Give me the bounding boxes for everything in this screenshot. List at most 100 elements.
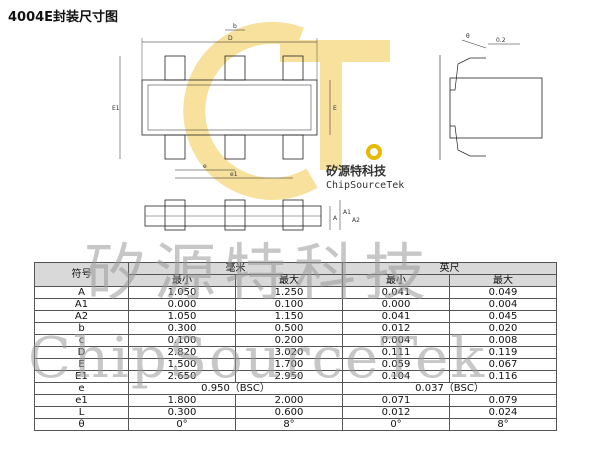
cell-in-min: 0.071	[342, 394, 450, 407]
cell-sym: A	[34, 286, 129, 299]
cell-mm-min: 1.050	[128, 310, 236, 323]
label-e: E	[333, 105, 337, 112]
cell-in-max: 0.119	[449, 346, 557, 359]
cell-mm-max: 2.950	[235, 370, 343, 383]
cell-mm-min: 0.300	[128, 406, 236, 419]
cell-in-min: 0.041	[342, 310, 450, 323]
brand-name-en: ChipSourceTek	[326, 180, 405, 191]
header-inch: 英尺	[342, 262, 557, 275]
page-title: 4004E封装尺寸图	[8, 10, 119, 25]
cell-sym: D	[34, 346, 129, 359]
label-a1: A1	[343, 209, 351, 216]
cell-sym: E	[34, 358, 129, 371]
header-inch-max: 最大	[449, 274, 557, 287]
cell-in-min: 0.041	[342, 286, 450, 299]
cell-mm-max: 0.200	[235, 334, 343, 347]
cell-in-min: 0.004	[342, 334, 450, 347]
cell-mm-min: 2.650	[128, 370, 236, 383]
brand-swirl-icon	[366, 144, 382, 160]
cell-mm-min: 0.100	[128, 334, 236, 347]
brand-block: 矽源特科技 ChipSourceTek	[326, 162, 404, 191]
cell-sym: E1	[34, 370, 129, 383]
cell-sym: θ	[34, 418, 129, 431]
cell-mm-max: 3.020	[235, 346, 343, 359]
cell-mm-max: 0.100	[235, 298, 343, 311]
top-body	[141, 79, 318, 136]
cell-in-min: 0.104	[342, 370, 450, 383]
cell-in-min: 0.111	[342, 346, 450, 359]
label-a2: A2	[352, 217, 360, 224]
cell-mm-max: 0.500	[235, 322, 343, 335]
cell-mm-min: 0°	[128, 418, 236, 431]
cell-in-max: 8°	[449, 418, 557, 431]
header-mm-max: 最大	[235, 274, 343, 287]
cell-in-max: 0.049	[449, 286, 557, 299]
cell-mm-max: 1.250	[235, 286, 343, 299]
cell-in-max: 0.020	[449, 322, 557, 335]
cell-mm-min: 1.050	[128, 286, 236, 299]
header-mm-min: 最小	[128, 274, 236, 287]
cell-in-max: 0.116	[449, 370, 557, 383]
cell-sym: L	[34, 406, 129, 419]
cell-mm-max: 0.600	[235, 406, 343, 419]
label-theta: θ	[466, 33, 470, 40]
cell-mm-max: 1.700	[235, 358, 343, 371]
side-view	[439, 39, 543, 160]
cell-mm-max: 2.000	[235, 394, 343, 407]
cell-in-min: 0.012	[342, 406, 450, 419]
cell-in-min: 0.000	[342, 298, 450, 311]
label-b: b	[233, 23, 237, 30]
cell-in-min: 0.012	[342, 322, 450, 335]
cell-in-max: 0.067	[449, 358, 557, 371]
cell-sym: A1	[34, 298, 129, 311]
cell-mm-min: 2.820	[128, 346, 236, 359]
cell-sym: b	[34, 322, 129, 335]
cell-in-max: 0.024	[449, 406, 557, 419]
cell-in-min: 0°	[342, 418, 450, 431]
label-pitch: e	[203, 163, 207, 170]
logo-mark	[183, 21, 390, 200]
cell-mm-min: 1.500	[128, 358, 236, 371]
cell-in-max: 0.045	[449, 310, 557, 323]
label-pitch2: e1	[230, 171, 238, 178]
header-symbol: 符号	[34, 262, 129, 287]
cell-mm-span: 0.950（BSC）	[128, 382, 343, 395]
cell-sym: c	[34, 334, 129, 347]
cell-mm-min: 0.300	[128, 322, 236, 335]
label-a: A	[333, 215, 338, 222]
cell-mm-min: 0.000	[128, 298, 236, 311]
cell-in-max: 0.008	[449, 334, 557, 347]
header-inch-min: 最小	[342, 274, 450, 287]
front-view	[144, 199, 341, 231]
header-mm: 毫米	[128, 262, 343, 275]
cell-sym: e	[34, 382, 129, 395]
label-c: 0.2	[496, 37, 506, 44]
cell-sym: e1	[34, 394, 129, 407]
label-d: D	[228, 35, 233, 42]
brand-name-cn: 矽源特科技	[326, 164, 387, 178]
cell-in-span: 0.037（BSC）	[342, 382, 557, 395]
cell-mm-max: 1.150	[235, 310, 343, 323]
label-e1: E1	[112, 105, 120, 112]
top-view	[119, 29, 331, 179]
cell-in-max: 0.079	[449, 394, 557, 407]
cell-sym: A2	[34, 310, 129, 323]
package-drawings: D b E1 E e e1 θ 0.2 A A1 A2	[112, 21, 543, 231]
cell-mm-min: 1.800	[128, 394, 236, 407]
cell-in-max: 0.004	[449, 298, 557, 311]
cell-in-min: 0.059	[342, 358, 450, 371]
